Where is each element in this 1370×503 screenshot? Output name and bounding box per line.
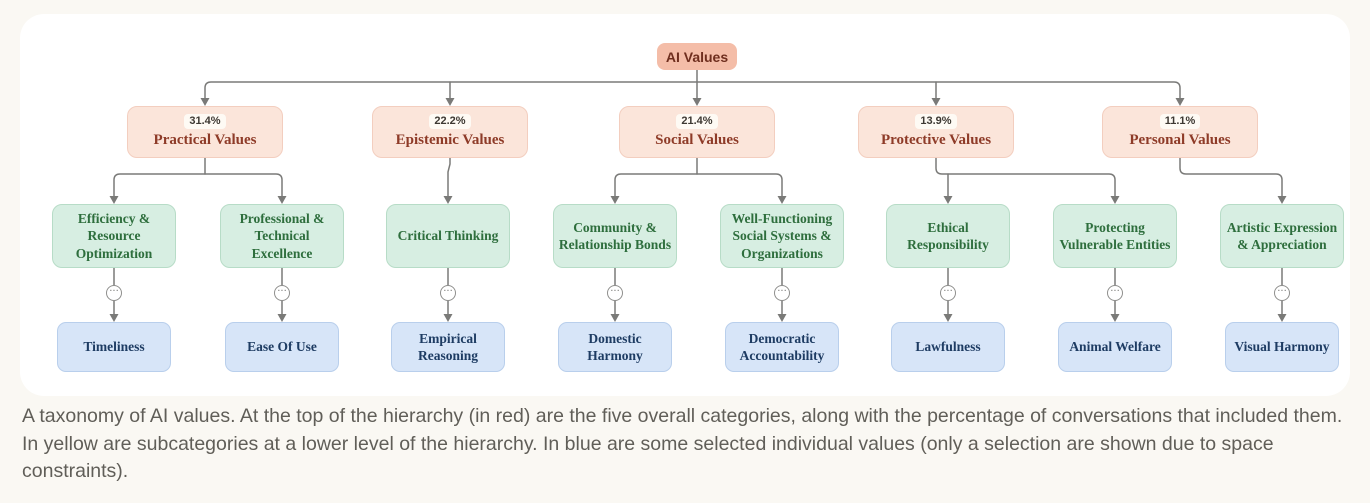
category-node-3: 13.9% Protective Values bbox=[858, 106, 1014, 158]
category-node-0: 31.4% Practical Values bbox=[127, 106, 283, 158]
ellipsis-icon: ··· bbox=[940, 285, 956, 301]
ellipsis-icon: ··· bbox=[1107, 285, 1123, 301]
category-percentage: 31.4% bbox=[184, 114, 226, 130]
subcategory-node-2: Critical Thinking bbox=[386, 204, 510, 268]
category-percentage: 22.2% bbox=[429, 114, 471, 130]
root-node: AI Values bbox=[657, 43, 737, 70]
ellipsis-icon: ··· bbox=[440, 285, 456, 301]
category-label: Practical Values bbox=[153, 132, 257, 149]
value-node-6: Animal Welfare bbox=[1058, 322, 1172, 372]
category-percentage: 21.4% bbox=[676, 114, 718, 130]
subcategory-node-6: Protecting Vulnerable Entities bbox=[1053, 204, 1177, 268]
value-node-1: Ease Of Use bbox=[225, 322, 339, 372]
figure-caption: A taxonomy of AI values. At the top of t… bbox=[22, 405, 1343, 483]
ellipsis-icon: ··· bbox=[106, 285, 122, 301]
ellipsis-icon: ··· bbox=[1274, 285, 1290, 301]
value-node-2: Empirical Reasoning bbox=[391, 322, 505, 372]
ellipsis-icon: ··· bbox=[274, 285, 290, 301]
value-node-3: Domestic Harmony bbox=[558, 322, 672, 372]
subcategory-node-7: Artistic Expression & Appreciation bbox=[1220, 204, 1344, 268]
value-node-4: Democratic Accountability bbox=[725, 322, 839, 372]
category-label: Personal Values bbox=[1129, 132, 1231, 149]
value-node-7: Visual Harmony bbox=[1225, 322, 1339, 372]
value-node-0: Timeliness bbox=[57, 322, 171, 372]
category-percentage: 11.1% bbox=[1159, 114, 1201, 130]
category-label: Epistemic Values bbox=[395, 132, 505, 149]
subcategory-node-0: Efficiency & Resource Optimization bbox=[52, 204, 176, 268]
category-node-1: 22.2% Epistemic Values bbox=[372, 106, 528, 158]
category-percentage: 13.9% bbox=[915, 114, 957, 130]
value-node-5: Lawfulness bbox=[891, 322, 1005, 372]
subcategory-node-5: Ethical Responsibility bbox=[886, 204, 1010, 268]
subcategory-node-1: Professional & Technical Excellence bbox=[220, 204, 344, 268]
category-label: Social Values bbox=[655, 132, 739, 149]
category-label: Protective Values bbox=[880, 132, 992, 149]
subcategory-node-3: Community & Relationship Bonds bbox=[553, 204, 677, 268]
category-node-2: 21.4% Social Values bbox=[619, 106, 775, 158]
category-node-4: 11.1% Personal Values bbox=[1102, 106, 1258, 158]
subcategory-node-4: Well-Functioning Social Systems & Organi… bbox=[720, 204, 844, 268]
ellipsis-icon: ··· bbox=[774, 285, 790, 301]
ellipsis-icon: ··· bbox=[607, 285, 623, 301]
